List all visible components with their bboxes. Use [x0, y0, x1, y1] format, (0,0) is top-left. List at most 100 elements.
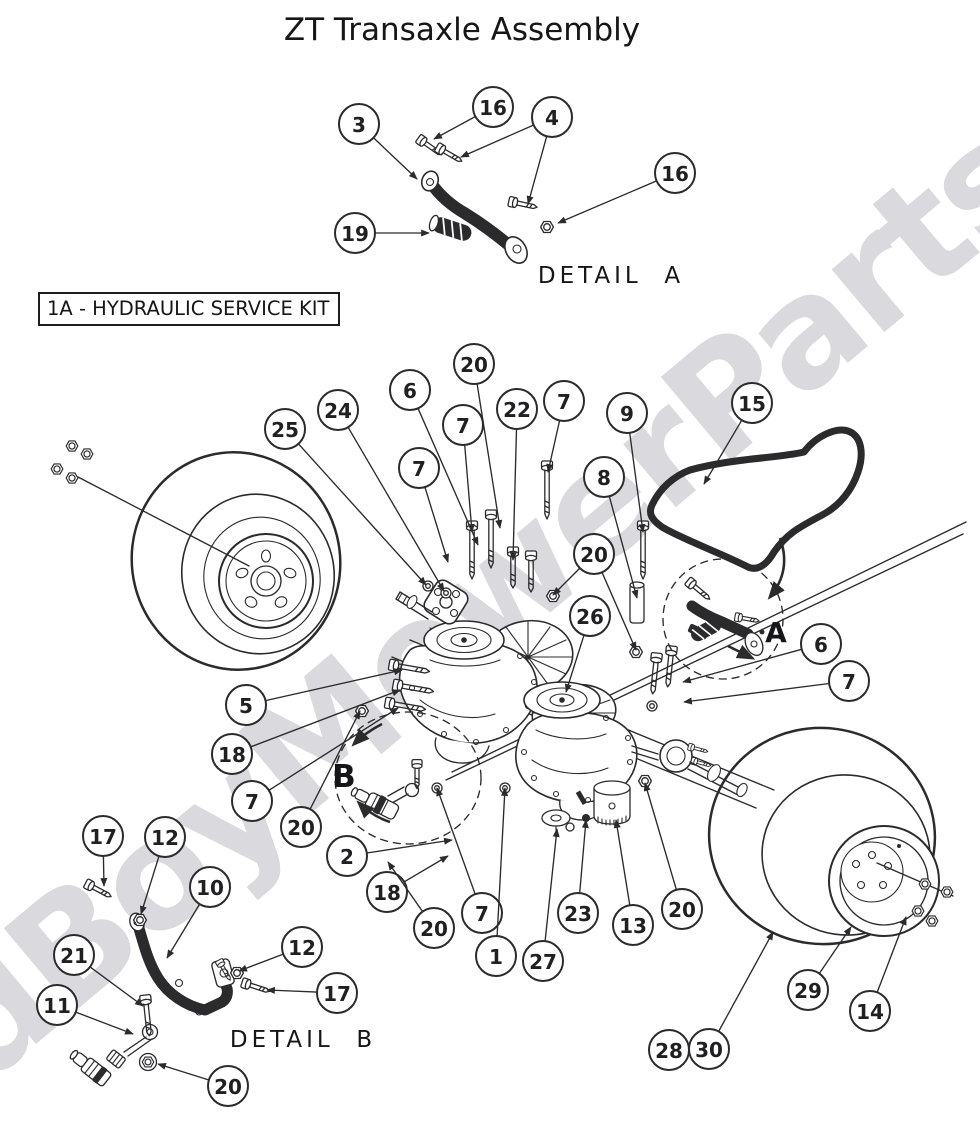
- callout-20: 20: [157, 1063, 249, 1107]
- callout-16: 16: [557, 152, 696, 224]
- svg-text:20: 20: [668, 898, 696, 922]
- callout-1: 1: [475, 787, 517, 977]
- callout-7: 7: [436, 787, 503, 934]
- callout-8: 8: [583, 456, 639, 599]
- callout-16: 16: [433, 86, 514, 140]
- svg-text:20: 20: [580, 543, 608, 567]
- callout-27: 27: [522, 828, 564, 982]
- lower-transaxle: [515, 681, 748, 834]
- svg-text:15: 15: [738, 392, 766, 416]
- callout-9: 9: [606, 392, 648, 533]
- svg-text:2: 2: [340, 845, 354, 869]
- svg-text:24: 24: [324, 399, 352, 423]
- callout-18: 18: [366, 855, 449, 913]
- callout-20: 20: [280, 710, 361, 848]
- detail-b-label: DETAIL B: [229, 1027, 377, 1053]
- svg-text:21: 21: [60, 944, 88, 968]
- callout-5: 5: [225, 668, 403, 726]
- inset-a: A: [662, 558, 787, 680]
- callout-25: 25: [264, 408, 427, 586]
- callout-28: 28: [648, 1029, 690, 1071]
- svg-text:20: 20: [420, 917, 448, 941]
- callout-12: 12: [238, 926, 323, 972]
- callout-20: 20: [552, 533, 637, 651]
- callout-24: 24: [317, 389, 445, 592]
- svg-text:7: 7: [557, 390, 571, 414]
- detail-a-label: DETAIL A: [537, 263, 685, 289]
- svg-text:20: 20: [287, 816, 315, 840]
- upper-transaxle: [395, 579, 574, 764]
- svg-text:14: 14: [856, 1000, 884, 1024]
- svg-text:17: 17: [89, 825, 117, 849]
- inset-b: B: [332, 711, 482, 845]
- svg-text:18: 18: [218, 743, 246, 767]
- svg-text:26: 26: [576, 605, 604, 629]
- svg-text:18: 18: [373, 881, 401, 905]
- svg-text:20: 20: [214, 1075, 242, 1099]
- svg-text:13: 13: [619, 914, 647, 938]
- callout-17: 17: [266, 972, 358, 1014]
- svg-text:12: 12: [288, 936, 316, 960]
- callout-20: 20: [643, 782, 703, 930]
- callout-22: 22: [496, 388, 538, 561]
- svg-text:16: 16: [661, 162, 689, 186]
- svg-text:5: 5: [239, 694, 253, 718]
- svg-text:16: 16: [479, 96, 507, 120]
- svg-text:10: 10: [196, 876, 224, 900]
- callout-2: 2: [326, 835, 453, 877]
- svg-text:25: 25: [271, 418, 299, 442]
- callout-12: 12: [139, 816, 186, 915]
- svg-text:7: 7: [475, 902, 489, 926]
- callout-4: 4: [460, 96, 573, 205]
- svg-text:19: 19: [341, 222, 369, 246]
- svg-text:6: 6: [403, 379, 417, 403]
- hydraulic-service-kit-label: 1A - HYDRAULIC SERVICE KIT: [38, 292, 341, 326]
- page-title: ZT Transaxle Assembly: [283, 12, 641, 48]
- drive-belt: [646, 426, 865, 600]
- callout-19: 19: [334, 212, 430, 254]
- detail-a-assembly: [414, 133, 555, 264]
- callout-20: 20: [453, 343, 503, 529]
- callout-30: 30: [688, 931, 774, 1070]
- left-wheel: [50, 440, 342, 671]
- ref-letter-a: A: [765, 616, 787, 649]
- callout-15: 15: [703, 382, 773, 485]
- callout-7: 7: [442, 404, 484, 533]
- svg-text:7: 7: [842, 670, 856, 694]
- right-wheel: [707, 726, 954, 946]
- callout-7: 7: [543, 380, 585, 473]
- svg-text:28: 28: [655, 1039, 683, 1063]
- svg-text:4: 4: [545, 106, 559, 130]
- svg-text:7: 7: [245, 790, 259, 814]
- svg-text:22: 22: [503, 398, 531, 422]
- callout-18: 18: [211, 689, 401, 775]
- svg-text:9: 9: [620, 402, 634, 426]
- callout-7: 7: [683, 660, 870, 705]
- callout-7: 7: [231, 707, 399, 822]
- callout-6: 6: [389, 369, 479, 546]
- callout-7: 7: [398, 447, 450, 563]
- detail-b-assembly: [69, 877, 272, 1087]
- callout-14: 14: [849, 916, 907, 1032]
- callout-21: 21: [53, 934, 144, 1007]
- callout-13: 13: [612, 819, 654, 946]
- callout-10: 10: [166, 866, 231, 959]
- callout-26: 26: [565, 595, 611, 693]
- svg-text:23: 23: [564, 902, 592, 926]
- svg-text:17: 17: [323, 982, 351, 1006]
- svg-text:7: 7: [412, 457, 426, 481]
- svg-text:6: 6: [814, 633, 828, 657]
- svg-text:20: 20: [460, 353, 488, 377]
- svg-text:30: 30: [695, 1038, 723, 1062]
- svg-text:8: 8: [597, 466, 611, 490]
- svg-text:1: 1: [489, 945, 503, 969]
- callout-3: 3: [338, 103, 418, 180]
- svg-text:3: 3: [352, 113, 366, 137]
- callout-23: 23: [557, 819, 599, 934]
- ref-letter-b: B: [332, 759, 356, 795]
- svg-text:11: 11: [43, 994, 71, 1018]
- svg-text:12: 12: [151, 826, 179, 850]
